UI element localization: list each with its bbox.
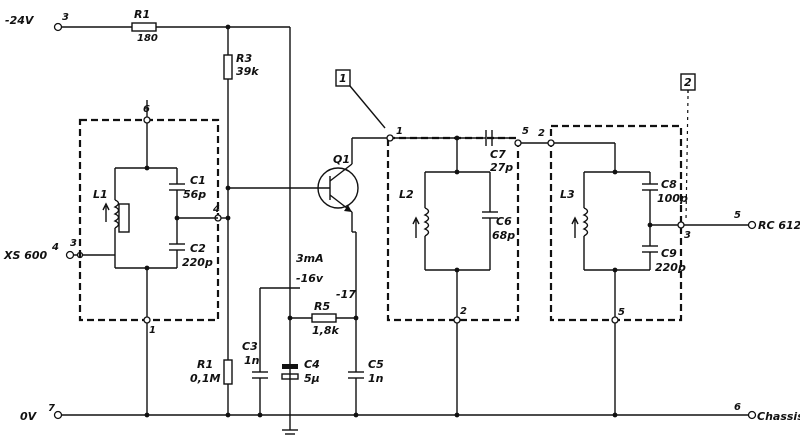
chassis-pin-number: 6: [734, 402, 741, 413]
supply-rail: [58, 26, 291, 415]
voltage-measurement-b: -17: [336, 288, 356, 301]
l2-inductor: [412, 207, 430, 238]
ground-rail: [58, 414, 752, 435]
r5-name: R5: [314, 300, 330, 313]
c4-value: 5µ: [304, 372, 320, 385]
c3-value: 1n: [244, 354, 260, 367]
test-point-1-label: 1: [339, 72, 347, 85]
c3-capacitor: [252, 371, 268, 379]
l1-name: L1: [93, 188, 108, 201]
r5-value: 1,8k: [312, 324, 339, 337]
output-tank-module: [549, 124, 683, 322]
box1-input-pin-number: 3: [70, 238, 77, 249]
r1-top-resistor: [131, 22, 157, 32]
collector-tank-module: [386, 136, 520, 322]
box3-left-pin: 2: [538, 128, 545, 139]
input-pin-number: 4: [51, 242, 59, 253]
c4-name: C4: [304, 358, 320, 371]
r5-resistor: [311, 313, 337, 323]
chassis-label: Chassis: [757, 410, 800, 423]
c8-value: 100p: [657, 192, 688, 205]
supply-pin-number: 3: [62, 12, 69, 23]
test-point-1: [335, 69, 351, 87]
c1-value: 56p: [183, 188, 206, 201]
r1-bottom-value: 0,1M: [190, 372, 220, 385]
c7-name: C7: [490, 148, 506, 161]
c2-capacitor: [169, 243, 185, 251]
c8-name: C8: [661, 178, 677, 191]
supply-label: -24V: [5, 14, 35, 27]
current-measurement: 3mA: [296, 252, 324, 265]
r1-bottom-resistor: [223, 359, 233, 385]
box1-right-pin: 4: [212, 204, 220, 215]
c1-name: C1: [190, 174, 206, 187]
input-tank-module: [78, 118, 220, 322]
l1-inductor: [102, 199, 130, 233]
c5-value: 1n: [368, 372, 384, 385]
r1-top-value: 180: [137, 33, 158, 44]
box1-bottom-pin: 1: [149, 325, 156, 336]
c6-name: C6: [496, 215, 512, 228]
r3-name: R3: [236, 52, 252, 65]
c6-value: 68p: [492, 229, 515, 242]
c5-capacitor: [348, 371, 364, 379]
r1-top-name: R1: [134, 8, 150, 21]
c2-name: C2: [190, 242, 206, 255]
ground-terminal[interactable]: [53, 410, 63, 420]
c7-capacitor: [480, 130, 515, 146]
output-pin-number: 5: [734, 210, 741, 221]
supply-terminal[interactable]: [53, 22, 63, 32]
l2-name: L2: [399, 188, 414, 201]
ground-label: 0V: [20, 410, 38, 423]
box3-bottom-pin: 5: [618, 307, 625, 318]
box2-bottom-pin: 2: [460, 306, 467, 317]
r3-value: 39k: [236, 65, 259, 78]
c9-name: C9: [661, 247, 677, 260]
box2-left-pin: 1: [396, 126, 403, 137]
output-terminal[interactable]: [747, 220, 757, 230]
chassis-terminal[interactable]: [747, 410, 757, 420]
c5-name: C5: [368, 358, 384, 371]
q1-name: Q1: [333, 153, 350, 166]
input-terminal[interactable]: [65, 250, 75, 260]
r3-resistor: [223, 54, 233, 80]
l3-inductor: [571, 207, 589, 238]
l3-name: L3: [560, 188, 575, 201]
r1-bottom-name: R1: [197, 358, 213, 371]
c8-capacitor: [642, 183, 658, 191]
c2-value: 220p: [182, 256, 213, 269]
c4-electrolytic-capacitor: [281, 364, 299, 380]
c9-value: 220p: [655, 261, 686, 274]
ground-pin-number: 7: [48, 403, 55, 414]
output-label: RC 612: [758, 219, 800, 232]
box2-right-pin: 5: [522, 126, 529, 137]
q1-transistor: [228, 163, 359, 213]
box3-right-pin: 3: [684, 230, 691, 241]
voltage-measurement-a: -16v: [296, 272, 324, 285]
c3-name: C3: [242, 340, 258, 353]
input-label: XS 600: [3, 249, 48, 262]
c9-capacitor: [642, 245, 658, 253]
test-point-2-label: 2: [684, 76, 692, 89]
c7-value: 27p: [490, 161, 513, 174]
